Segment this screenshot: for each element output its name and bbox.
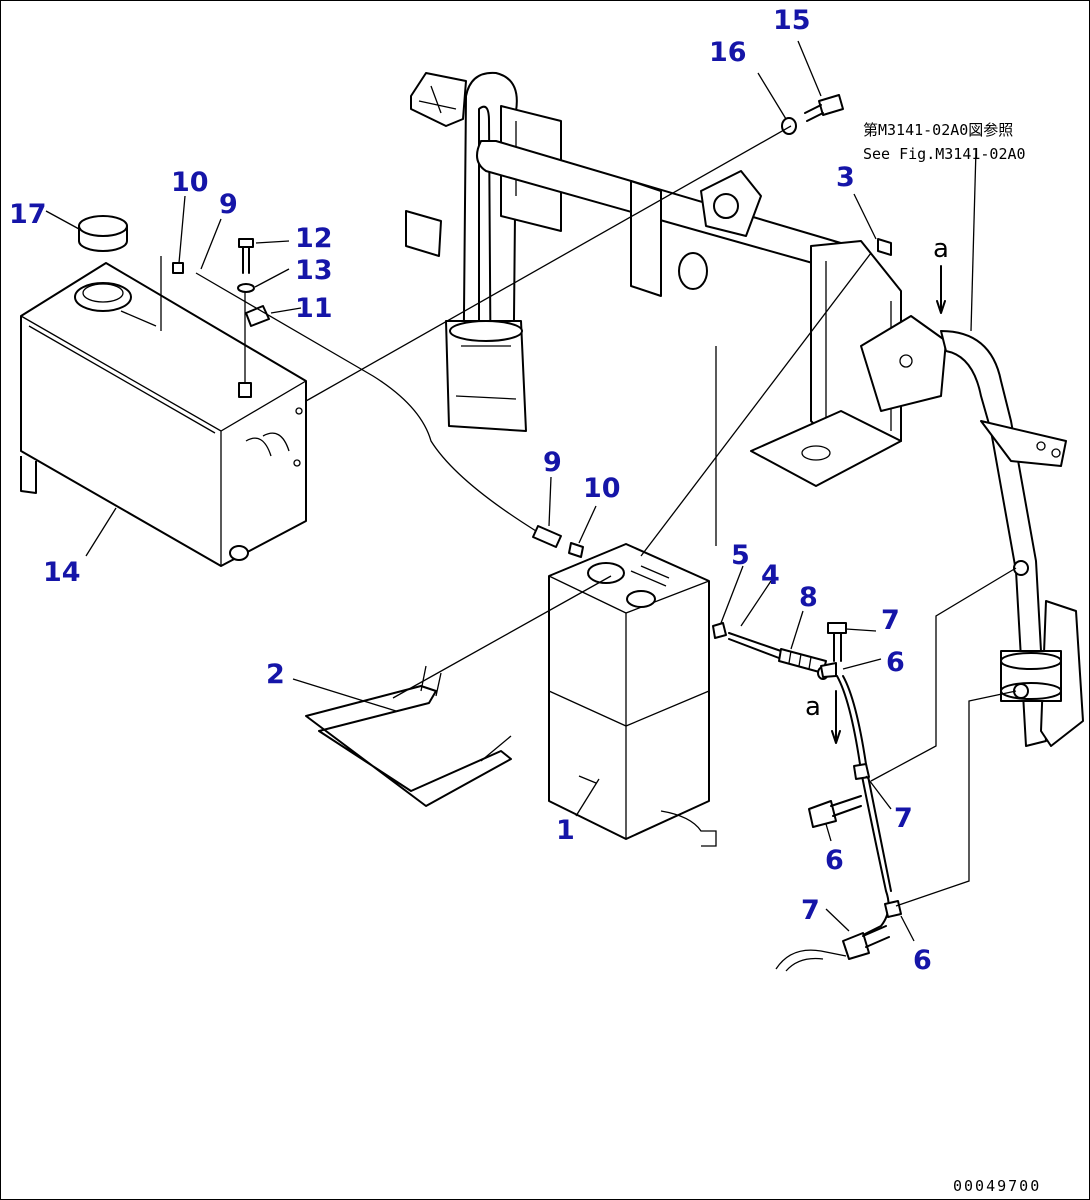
callout-6: 6 <box>825 845 844 876</box>
callout-2: 2 <box>266 659 285 690</box>
handrail-frame <box>405 71 1084 747</box>
fasteners-7-6 <box>775 560 1029 972</box>
callout-16: 16 <box>709 37 747 68</box>
cap-17 <box>78 215 128 252</box>
pin-9-nut-10 <box>532 525 584 558</box>
callout-15: 15 <box>773 5 811 36</box>
callout-7: 7 <box>881 605 900 636</box>
hose-5-4-8 <box>712 622 829 680</box>
callout-6: 6 <box>913 945 932 976</box>
marker-a-bottom: a <box>805 692 821 722</box>
callout-7: 7 <box>801 895 820 926</box>
callout-17: 17 <box>9 199 47 230</box>
reference-note-jp: 第M3141-02A0図参照 <box>863 121 1013 139</box>
document-id: 00049700 <box>953 1177 1041 1195</box>
callout-11: 11 <box>295 293 333 324</box>
callout-10: 10 <box>583 473 621 504</box>
callout-6: 6 <box>886 647 905 678</box>
callout-3: 3 <box>836 162 855 193</box>
callout-1: 1 <box>556 815 575 846</box>
callout-7: 7 <box>894 803 913 834</box>
callout-9: 9 <box>543 447 562 478</box>
tank-14 <box>20 256 307 567</box>
callout-13: 13 <box>295 255 333 286</box>
callout-14: 14 <box>43 557 81 588</box>
bolts-15-16-3 <box>781 94 892 256</box>
reservoir-1 <box>548 543 717 847</box>
reference-note-en: See Fig.M3141-02A0 <box>863 145 1026 163</box>
callout-10: 10 <box>171 167 209 198</box>
callouts: 15 16 3 17 10 9 12 13 11 14 9 10 5 4 8 7… <box>9 5 932 976</box>
marker-a-top: a <box>933 234 949 264</box>
callout-9: 9 <box>219 189 238 220</box>
callout-5: 5 <box>731 540 750 571</box>
tank-fasteners <box>172 238 270 398</box>
leader-lines <box>45 40 1017 942</box>
callout-12: 12 <box>295 223 333 254</box>
callout-8: 8 <box>799 582 818 613</box>
callout-4: 4 <box>761 560 780 591</box>
bracket-2 <box>305 665 512 807</box>
